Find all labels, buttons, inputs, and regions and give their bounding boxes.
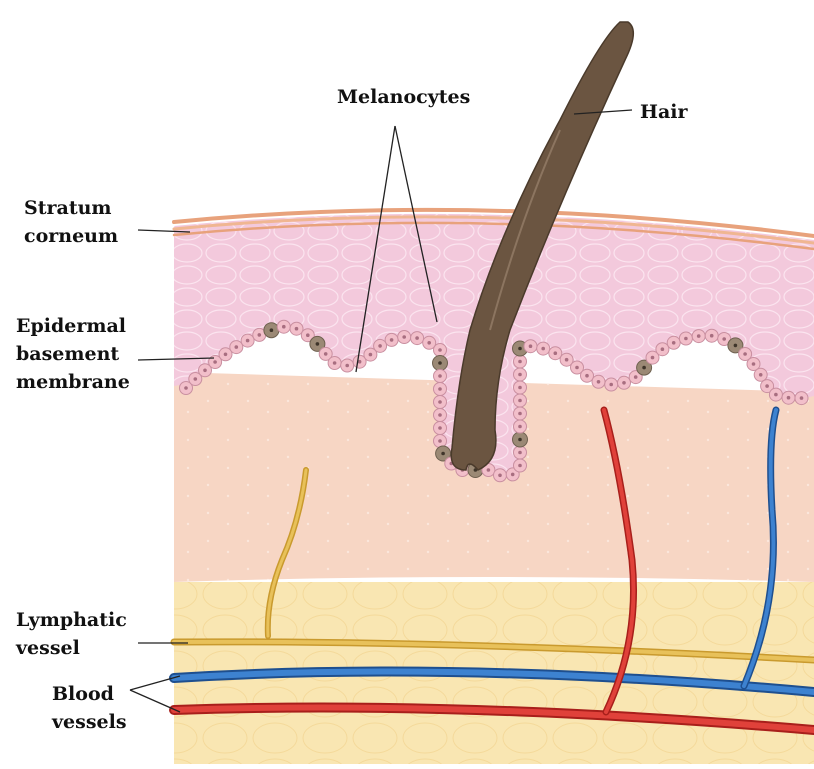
cell-nucleus	[518, 373, 522, 377]
label-basement-line3: membrane	[16, 371, 130, 393]
cell-nucleus	[518, 464, 522, 468]
cell-nucleus	[511, 473, 515, 477]
label-lymph-line2: vessel	[15, 637, 80, 659]
cell-nucleus	[438, 361, 442, 365]
cell-nucleus	[224, 353, 228, 357]
cell-nucleus	[316, 342, 320, 346]
cell-nucleus	[634, 375, 638, 379]
cell-nucleus	[710, 334, 714, 338]
cell-nucleus	[787, 396, 791, 400]
label-basement-line1: Epidermal	[16, 315, 126, 337]
cell-nucleus	[415, 336, 419, 340]
cell-nucleus	[270, 328, 274, 332]
cell-nucleus	[518, 347, 522, 351]
label-lymph-line1: Lymphatic	[16, 609, 127, 631]
cell-nucleus	[800, 396, 804, 400]
cell-nucleus	[438, 387, 442, 391]
cell-nucleus	[427, 341, 431, 345]
cell-nucleus	[258, 333, 262, 337]
cell-nucleus	[518, 425, 522, 429]
cell-nucleus	[369, 353, 373, 357]
cell-nucleus	[438, 374, 442, 378]
cell-nucleus	[752, 362, 756, 366]
label-hair: Hair	[640, 101, 688, 123]
cell-nucleus	[672, 341, 676, 345]
blood-leader-vein	[130, 676, 180, 690]
cell-nucleus	[246, 339, 250, 343]
cell-nucleus	[203, 369, 207, 373]
label-melanocytes: Melanocytes	[337, 86, 470, 108]
cell-nucleus	[518, 386, 522, 390]
cell-nucleus	[565, 358, 569, 362]
cell-nucleus	[438, 400, 442, 404]
cell-nucleus	[575, 366, 579, 370]
cell-nucleus	[438, 348, 442, 352]
cell-nucleus	[622, 381, 626, 385]
cell-nucleus	[282, 325, 286, 329]
cell-nucleus	[324, 352, 328, 356]
cell-nucleus	[609, 383, 613, 387]
label-stratum-line2: corneum	[24, 225, 118, 247]
label-blood-line2: vessels	[51, 711, 127, 733]
cell-nucleus	[743, 352, 747, 356]
cell-nucleus	[498, 474, 502, 478]
cell-nucleus	[774, 393, 778, 397]
cell-nucleus	[734, 344, 738, 348]
cell-nucleus	[295, 327, 299, 331]
cell-nucleus	[722, 337, 726, 341]
cell-nucleus	[390, 338, 394, 342]
cell-nucleus	[518, 360, 522, 364]
blood-leader-artery	[130, 690, 180, 712]
cell-nucleus	[518, 399, 522, 403]
label-basement-line2: basement	[16, 343, 119, 365]
cell-nucleus	[597, 380, 601, 384]
cell-nucleus	[765, 384, 769, 388]
cell-nucleus	[345, 364, 349, 368]
cell-nucleus	[487, 468, 491, 472]
cell-nucleus	[697, 334, 701, 338]
cell-nucleus	[518, 412, 522, 416]
cell-nucleus	[441, 452, 445, 456]
cell-nucleus	[438, 426, 442, 430]
cell-nucleus	[333, 361, 337, 365]
cell-nucleus	[438, 439, 442, 443]
cell-nucleus	[438, 413, 442, 417]
cell-nucleus	[194, 377, 198, 381]
cell-nucleus	[554, 351, 558, 355]
cell-nucleus	[529, 344, 533, 348]
cell-nucleus	[759, 373, 763, 377]
cell-nucleus	[184, 386, 188, 390]
cell-nucleus	[235, 345, 239, 349]
cell-nucleus	[378, 344, 382, 348]
cell-nucleus	[541, 347, 545, 351]
label-stratum-line1: Stratum	[24, 197, 112, 219]
cell-nucleus	[518, 451, 522, 455]
cell-nucleus	[213, 360, 217, 364]
cell-nucleus	[642, 366, 646, 370]
cell-nucleus	[585, 374, 589, 378]
cell-nucleus	[684, 337, 688, 341]
cell-nucleus	[402, 335, 406, 339]
cell-nucleus	[651, 356, 655, 360]
cell-nucleus	[306, 333, 310, 337]
cell-nucleus	[661, 347, 665, 351]
label-blood-line1: Blood	[52, 683, 114, 705]
cell-nucleus	[518, 438, 522, 442]
